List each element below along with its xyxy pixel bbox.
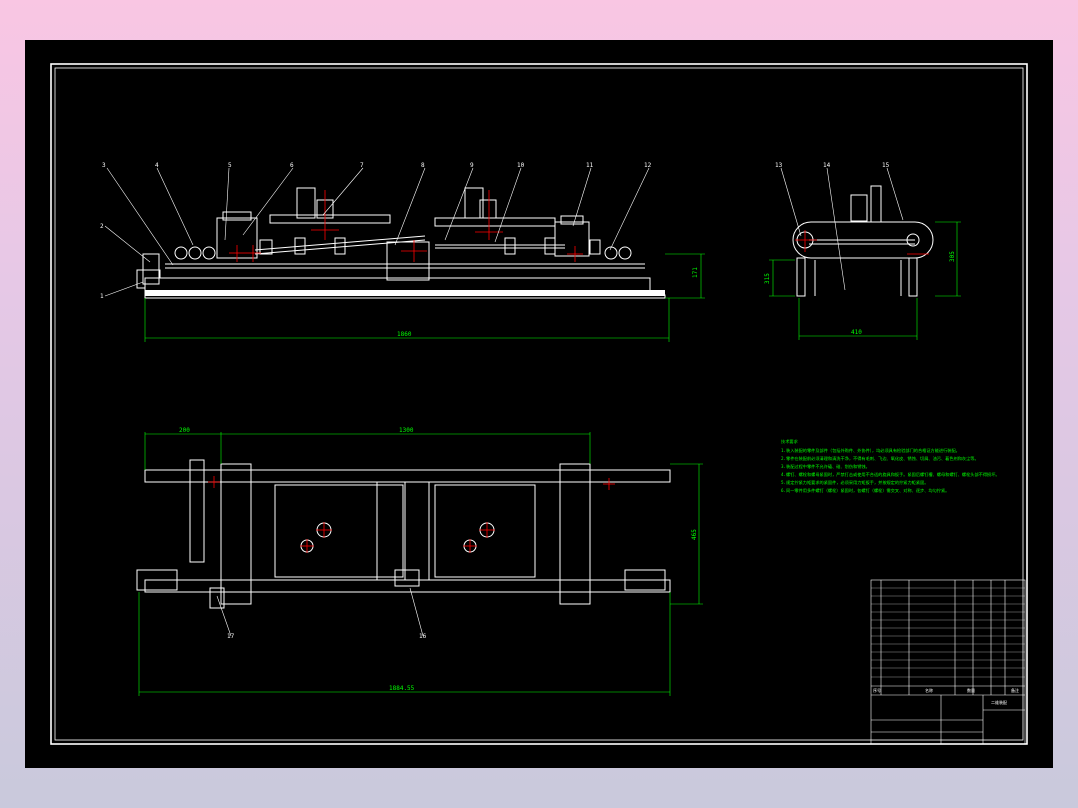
part-label: 7 [360, 162, 364, 169]
title-block [870, 579, 1026, 745]
dimension-label: 1860 [397, 331, 412, 338]
part-label: 15 [882, 162, 890, 169]
side-view-leaders [104, 167, 650, 297]
plan-view-centerlines [208, 476, 615, 553]
end-view [792, 185, 934, 297]
dimension-label: 1300 [399, 427, 414, 434]
dimension-label: 315 [764, 273, 771, 284]
title-block-header: 数量 [967, 687, 975, 693]
title-block-header: 名称 [925, 687, 933, 693]
part-label: 14 [823, 162, 831, 169]
part-label: 10 [517, 162, 525, 169]
note-line: 2.零件在装配前必须清理和清洗干净，不得有毛刺、飞边、氧化皮、锈蚀、切屑、油污、… [781, 455, 979, 462]
note-line: 5.规定拧紧力矩要求的紧固件，必须采用力矩扳手，并按规定的拧紧力矩紧固。 [781, 479, 928, 486]
part-label: 13 [775, 162, 783, 169]
outer-frame [50, 63, 1028, 745]
dimension-label: 1884.55 [389, 685, 415, 692]
cad-drawing: 1 2 3 4 5 6 7 8 9 10 11 12 1860 171 [50, 63, 1028, 745]
part-label: 8 [421, 162, 425, 169]
dimension-label: 200 [179, 427, 190, 434]
note-line: 3.装配过程中零件不允许磕、碰、划伤和锈蚀。 [781, 463, 870, 470]
technical-notes: 技术要求 1.装入装配的零件及部件（包括外购件、外协件），均必须具有检验部门的合… [781, 438, 1000, 494]
note-line: 4.螺钉、螺栓和螺母紧固时，严禁打击或使用不合适的旋具和扳手。紧固后螺钉槽、螺母… [781, 471, 1000, 478]
plan-view [136, 459, 671, 609]
plan-view-dimensions [138, 432, 703, 696]
title-block-header: 备注 [1011, 687, 1019, 693]
part-label: 3 [102, 162, 106, 169]
notes-title: 技术要求 [781, 438, 799, 445]
part-label: 17 [227, 633, 235, 640]
side-view-dimensions [144, 253, 705, 342]
drawing-name: 二维装配 [991, 699, 1007, 705]
side-view [136, 187, 666, 299]
inner-frame [54, 67, 1024, 741]
cad-drawing-sheet: 1 2 3 4 5 6 7 8 9 10 11 12 1860 171 [25, 40, 1053, 768]
title-block-rows [871, 587, 1025, 678]
dimension-label: 465 [691, 529, 698, 540]
title-block-header: 序号 [873, 687, 881, 693]
part-label: 4 [155, 162, 159, 169]
side-view-part-labels: 1 2 3 4 5 6 7 8 9 10 11 12 [100, 162, 652, 300]
part-label: 6 [290, 162, 294, 169]
note-line: 1.装入装配的零件及部件（包括外购件、外协件），均必须具有检验部门的合格证方能进… [781, 447, 960, 454]
dimension-label: 410 [851, 329, 862, 336]
part-label: 2 [100, 223, 104, 230]
part-label: 16 [419, 633, 427, 640]
side-view-centerlines [229, 190, 583, 262]
part-label: 1 [100, 293, 104, 300]
part-label: 9 [470, 162, 474, 169]
dimension-label: 171 [692, 267, 699, 278]
note-line: 6.同一零件用多件螺钉（螺栓）紧固时，各螺钉（螺栓）需交叉、对称、逐步、均匀拧紧… [781, 487, 949, 494]
part-label: 5 [228, 162, 232, 169]
end-view-centerlines [795, 230, 929, 255]
plan-view-leaders [216, 587, 424, 637]
part-label: 12 [644, 162, 652, 169]
dimension-label: 305 [949, 251, 956, 262]
part-label: 11 [586, 162, 594, 169]
end-view-leaders [780, 167, 904, 291]
end-view-dimensions [769, 221, 961, 340]
